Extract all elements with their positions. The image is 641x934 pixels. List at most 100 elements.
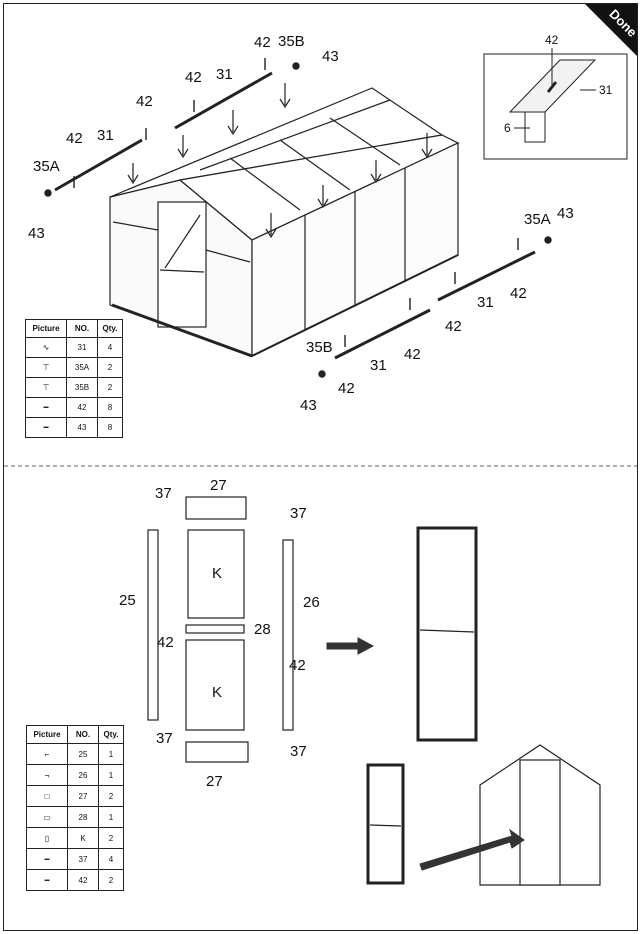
callout-26: 26 — [303, 594, 320, 611]
part-number: 26 — [67, 764, 99, 786]
frame-middle-icon: ▭ — [26, 806, 68, 828]
part-qty: 2 — [97, 357, 123, 378]
table-row: ━ 43 8 — [25, 417, 123, 438]
callout-28: 28 — [254, 621, 271, 638]
frame-left-icon: ⌐ — [26, 743, 68, 765]
callout-42-l: 42 — [157, 634, 174, 651]
table-row: ▯ K 2 — [26, 827, 124, 849]
callout-42-left-a: 42 — [66, 130, 83, 147]
screw-icons — [44, 58, 552, 378]
header-no: NO. — [67, 725, 99, 744]
callout-42-bottom-a: 42 — [338, 380, 355, 397]
callout-35b-bottom: 35B — [306, 339, 333, 356]
part-number: 28 — [67, 806, 99, 828]
part-qty: 8 — [97, 417, 123, 438]
header-no: NO. — [66, 319, 98, 338]
callout-31-top: 31 — [216, 66, 233, 83]
parts-table-top: Picture NO. Qty. ∿ 31 4 ⊤ 35A 2 ⊤ 35B 2 … — [25, 319, 123, 438]
panel-k-top-label: K — [212, 565, 222, 582]
parts-table-bottom: Picture NO. Qty. ⌐ 25 1 ¬ 26 1 □ 27 2 ▭ … — [26, 725, 124, 891]
callout-35a-right: 35A — [524, 211, 551, 228]
part-number: 31 — [66, 337, 98, 358]
part-number: 35B — [66, 377, 98, 398]
detail-label-42: 42 — [545, 33, 559, 47]
greenhouse-body — [109, 87, 460, 358]
callout-43-bottom: 43 — [300, 397, 317, 414]
callout-27-top: 27 — [210, 477, 227, 494]
callout-42-top: 42 — [185, 69, 202, 86]
page-border — [3, 3, 638, 931]
callout-42-left-b: 42 — [136, 93, 153, 110]
done-badge: Done — [585, 4, 640, 56]
screw-icon: ━ — [25, 397, 67, 418]
table-row: ━ 42 8 — [25, 397, 123, 418]
callout-31-right: 31 — [477, 294, 494, 311]
down-arrow-icons — [127, 83, 433, 239]
part-qty: 1 — [98, 743, 124, 765]
bolt-icon: ⊤ — [25, 357, 67, 378]
callout-37-bl: 37 — [156, 730, 173, 747]
callout-25: 25 — [119, 592, 136, 609]
callout-42-r: 42 — [289, 657, 306, 674]
callout-43-left: 43 — [28, 225, 45, 242]
table-row: ¬ 26 1 — [26, 764, 124, 786]
part-number: 37 — [67, 848, 99, 870]
part-number: 35A — [66, 357, 98, 378]
screw-icon: ━ — [25, 417, 67, 438]
part-qty: 2 — [97, 377, 123, 398]
part-qty: 4 — [98, 848, 124, 870]
bolt-icon: ⊤ — [25, 377, 67, 398]
part-qty: 4 — [97, 337, 123, 358]
table-row: ⊤ 35B 2 — [25, 377, 123, 398]
table-row: ▭ 28 1 — [26, 806, 124, 828]
table-row: ∿ 31 4 — [25, 337, 123, 358]
callout-43-top: 43 — [322, 48, 339, 65]
part-qty: 2 — [98, 785, 124, 807]
callout-35a-left: 35A — [33, 158, 60, 175]
header-picture: Picture — [25, 319, 67, 338]
part-qty: 8 — [97, 397, 123, 418]
part-number: 25 — [67, 743, 99, 765]
screw-icon: ━ — [26, 869, 68, 891]
header-qty: Qty. — [97, 319, 123, 338]
screw-icon: ━ — [26, 848, 68, 870]
table-row: ⊤ 35A 2 — [25, 357, 123, 378]
callout-31-bottom: 31 — [370, 357, 387, 374]
detail-label-31: 31 — [599, 83, 613, 97]
ridge-bars — [54, 71, 536, 360]
panel-icon: ▯ — [26, 827, 68, 849]
table-row: ⌐ 25 1 — [26, 743, 124, 765]
callout-31-left: 31 — [97, 127, 114, 144]
callout-42-right-a: 42 — [510, 285, 527, 302]
part-qty: 2 — [98, 827, 124, 849]
part-number: 42 — [66, 397, 98, 418]
part-number: 43 — [66, 417, 98, 438]
ridge-profile-icon: ∿ — [25, 337, 67, 358]
detail-inset: 42 31 6 — [483, 33, 628, 160]
header-picture: Picture — [26, 725, 68, 744]
table-row: ━ 42 2 — [26, 869, 124, 891]
callout-43-right: 43 — [557, 205, 574, 222]
part-qty: 2 — [98, 869, 124, 891]
door-parts — [147, 496, 601, 886]
frame-top-icon: □ — [26, 785, 68, 807]
part-number: 27 — [67, 785, 99, 807]
header-qty: Qty. — [98, 725, 124, 744]
part-number: 42 — [67, 869, 99, 891]
table-row: ━ 37 4 — [26, 848, 124, 870]
callout-37-tr: 37 — [290, 505, 307, 522]
table-row: □ 27 2 — [26, 785, 124, 807]
arrow-icons — [326, 637, 525, 871]
part-qty: 1 — [98, 764, 124, 786]
callout-42-bottom-b: 42 — [404, 346, 421, 363]
part-number: K — [67, 827, 99, 849]
callout-42-right-b: 42 — [445, 318, 462, 335]
callout-37-tl: 37 — [155, 485, 172, 502]
frame-right-icon: ¬ — [26, 764, 68, 786]
callout-27-bottom: 27 — [206, 773, 223, 790]
callout-37-br: 37 — [290, 743, 307, 760]
detail-label-6: 6 — [504, 121, 511, 135]
part-qty: 1 — [98, 806, 124, 828]
panel-k-bottom-label: K — [212, 684, 222, 701]
